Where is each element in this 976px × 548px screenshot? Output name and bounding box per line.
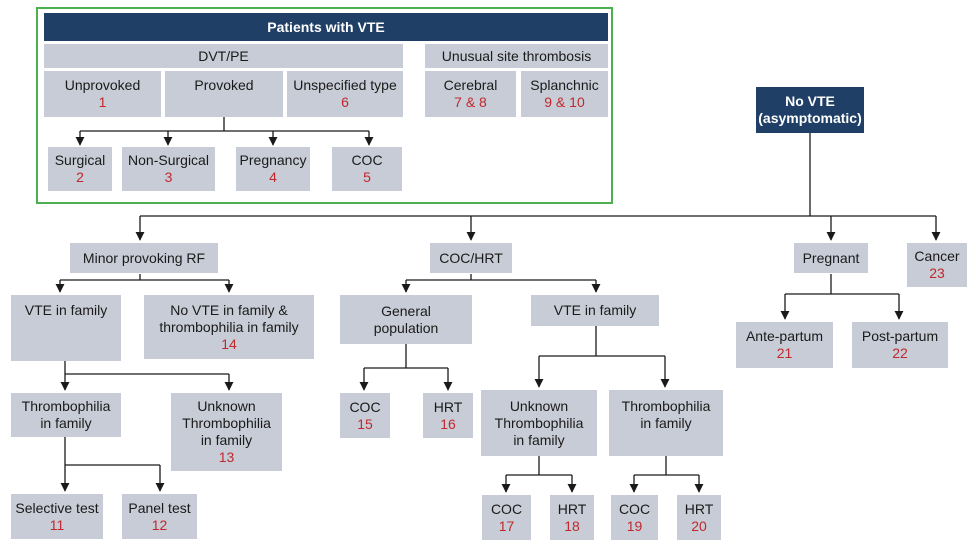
unusual-site-label: Unusual site thrombosis bbox=[441, 47, 592, 64]
splanchnic-number: 9 & 10 bbox=[544, 94, 585, 110]
vte-in-family-left-label: VTE in family bbox=[24, 302, 108, 318]
hrt-16-number: 16 bbox=[440, 415, 456, 432]
post-partum-number: 22 bbox=[892, 345, 908, 361]
hrt-18-number: 18 bbox=[564, 517, 580, 534]
coc-box-19: COC 19 bbox=[611, 495, 658, 540]
pregnant-box: Pregnant bbox=[794, 243, 868, 273]
no-vte-family-box: No VTE in family & thrombophilia in fami… bbox=[144, 295, 314, 359]
unspecified-type-number: 6 bbox=[341, 94, 349, 110]
patients-with-vte-header: Patients with VTE bbox=[44, 13, 608, 41]
no-vte-family-label: No VTE in family & thrombophilia in fami… bbox=[159, 301, 299, 335]
unknown-thrombophilia-left-box: Unknown Thrombophilia in family 13 bbox=[171, 393, 282, 471]
splanchnic-box: Splanchnic 9 & 10 bbox=[521, 71, 608, 117]
pregnancy-box: Pregnancy 4 bbox=[236, 147, 310, 191]
coc-hrt-label: COC/HRT bbox=[439, 249, 503, 266]
thrombophilia-family-left-box: Thrombophilia in family bbox=[11, 393, 121, 437]
hrt-20-label: HRT bbox=[684, 500, 714, 517]
panel-test-box: Panel test 12 bbox=[122, 494, 197, 539]
surgical-number: 2 bbox=[76, 169, 84, 185]
unprovoked-number: 1 bbox=[98, 94, 107, 110]
coc-17-number: 17 bbox=[498, 517, 515, 534]
ante-partum-box: Ante-partum 21 bbox=[736, 322, 833, 368]
minor-provoking-rf-box: Minor provoking RF bbox=[70, 243, 218, 273]
unknown-thrombophilia-mid-box: Unknown Thrombophilia in family bbox=[481, 390, 597, 456]
no-vte-family-number: 14 bbox=[221, 335, 237, 352]
non-surgical-number: 3 bbox=[164, 169, 173, 185]
surgical-label: Surgical bbox=[54, 152, 106, 168]
coc-hrt-box: COC/HRT bbox=[430, 243, 512, 273]
coc-box-5: COC 5 bbox=[332, 147, 402, 191]
dvt-pe-label: DVT/PE bbox=[198, 47, 249, 64]
minor-provoking-rf-label: Minor provoking RF bbox=[82, 249, 206, 266]
coc-15-label: COC bbox=[349, 398, 381, 415]
hrt-box-16: HRT 16 bbox=[423, 393, 473, 438]
pregnancy-number: 4 bbox=[269, 169, 277, 185]
pregnancy-label: Pregnancy bbox=[239, 152, 307, 168]
pregnant-label: Pregnant bbox=[802, 249, 860, 266]
dvt-pe-box: DVT/PE bbox=[44, 44, 403, 68]
cancer-box: Cancer 23 bbox=[907, 243, 967, 287]
provoked-box: Provoked bbox=[165, 71, 283, 117]
unknown-thrombophilia-mid-label: Unknown Thrombophilia in family bbox=[494, 397, 584, 448]
splanchnic-label: Splanchnic bbox=[530, 77, 599, 93]
coc-5-number: 5 bbox=[363, 169, 371, 185]
selective-test-box: Selective test 11 bbox=[11, 494, 103, 539]
cancer-number: 23 bbox=[929, 265, 945, 281]
thrombophilia-family-right-box: Thrombophilia in family bbox=[609, 390, 723, 456]
unknown-thrombophilia-left-label: Unknown Thrombophilia in family bbox=[182, 398, 271, 448]
selective-test-number: 11 bbox=[49, 516, 65, 533]
general-population-box: General population bbox=[340, 295, 472, 344]
provoked-label: Provoked bbox=[194, 77, 254, 93]
hrt-18-label: HRT bbox=[557, 500, 587, 517]
unspecified-type-label: Unspecified type bbox=[293, 77, 397, 93]
thrombophilia-family-left-label: Thrombophilia in family bbox=[21, 398, 111, 431]
surgical-box: Surgical 2 bbox=[48, 147, 112, 191]
unprovoked-label: Unprovoked bbox=[64, 77, 141, 93]
selective-test-label: Selective test bbox=[15, 499, 99, 516]
coc-19-number: 19 bbox=[626, 517, 643, 534]
non-surgical-box: Non-Surgical 3 bbox=[122, 147, 215, 191]
coc-box-15: COC 15 bbox=[340, 393, 390, 438]
hrt-box-18: HRT 18 bbox=[550, 495, 594, 540]
no-vte-box: No VTE (asymptomatic) bbox=[756, 87, 864, 133]
vte-in-family-mid-box: VTE in family bbox=[531, 295, 659, 326]
post-partum-label: Post-partum bbox=[861, 328, 939, 344]
coc-box-17: COC 17 bbox=[482, 495, 531, 540]
vte-in-family-left-box: VTE in family bbox=[11, 295, 121, 361]
post-partum-box: Post-partum 22 bbox=[852, 322, 948, 368]
vte-patients-frame bbox=[36, 7, 613, 204]
unspecified-type-box: Unspecified type 6 bbox=[287, 71, 403, 117]
cancer-label: Cancer bbox=[914, 248, 960, 264]
hrt-20-number: 20 bbox=[691, 517, 707, 534]
panel-test-label: Panel test bbox=[128, 499, 191, 516]
cerebral-box: Cerebral 7 & 8 bbox=[425, 71, 516, 117]
coc-5-label: COC bbox=[351, 152, 383, 168]
no-vte-label: No VTE (asymptomatic) bbox=[758, 93, 862, 126]
unknown-thrombophilia-left-number: 13 bbox=[218, 449, 235, 465]
ante-partum-label: Ante-partum bbox=[745, 328, 824, 344]
panel-test-number: 12 bbox=[151, 516, 168, 533]
hrt-box-20: HRT 20 bbox=[677, 495, 721, 540]
patients-with-vte-label: Patients with VTE bbox=[267, 18, 385, 35]
coc-15-number: 15 bbox=[357, 415, 373, 432]
unusual-site-box: Unusual site thrombosis bbox=[425, 44, 608, 68]
cerebral-number: 7 & 8 bbox=[454, 94, 487, 110]
non-surgical-label: Non-Surgical bbox=[128, 152, 209, 168]
vte-in-family-mid-label: VTE in family bbox=[553, 302, 637, 318]
cerebral-label: Cerebral bbox=[443, 77, 498, 93]
ante-partum-number: 21 bbox=[776, 345, 793, 361]
hrt-16-label: HRT bbox=[433, 398, 463, 415]
coc-19-label: COC bbox=[618, 500, 651, 517]
thrombophilia-family-right-label: Thrombophilia in family bbox=[621, 398, 711, 431]
unprovoked-box: Unprovoked 1 bbox=[44, 71, 161, 117]
general-population-label: General population bbox=[373, 302, 439, 336]
coc-17-label: COC bbox=[490, 500, 523, 517]
